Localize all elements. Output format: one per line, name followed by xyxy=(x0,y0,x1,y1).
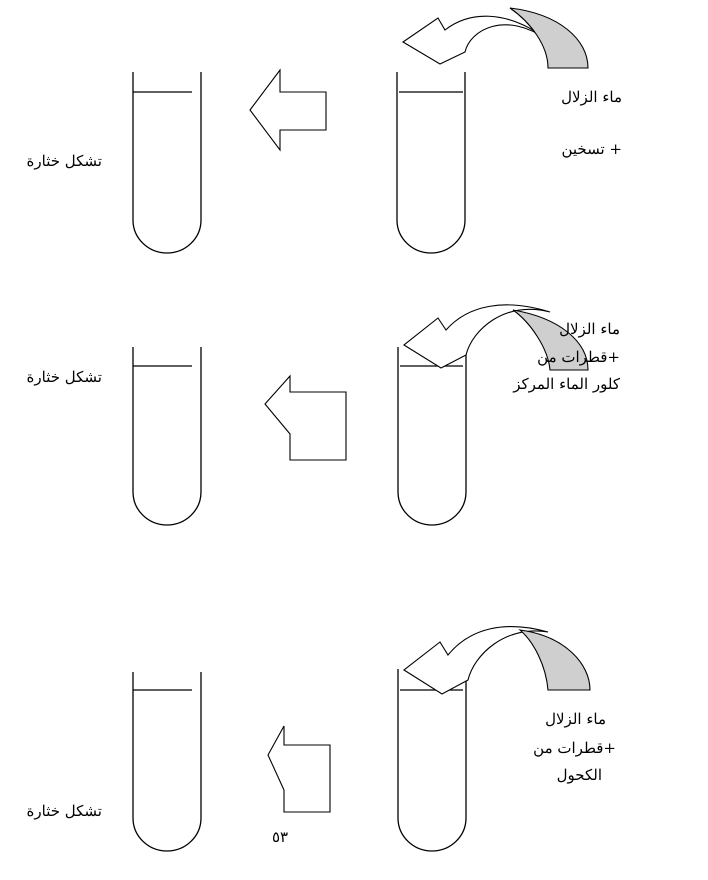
reagent-tube xyxy=(397,669,467,852)
reagent-label-line: ماء الزلال xyxy=(561,88,622,106)
experiment-2 xyxy=(132,304,589,526)
reagent-label-line: +قطرات من xyxy=(537,348,620,366)
reagent-label-line: الكحول xyxy=(556,766,602,784)
result-tube xyxy=(132,347,202,526)
curved-arrow-head xyxy=(403,626,549,695)
left-block-arrow xyxy=(264,374,347,461)
result-label: تشكل خثارة xyxy=(26,368,102,386)
left-block-arrow xyxy=(249,68,327,152)
experiment-1 xyxy=(132,7,589,254)
curved-arrow-tail xyxy=(512,309,589,371)
curved-arrow-tail xyxy=(518,629,591,691)
reagent-label-line: ماء الزلال xyxy=(545,710,606,728)
reagent-label-line: ماء الزلال xyxy=(559,320,620,338)
reagent-tube xyxy=(396,72,466,254)
reagent-label-line: + تسخين xyxy=(561,140,622,158)
curved-arrow-head xyxy=(403,304,551,369)
reagent-label-line: +قطرات من xyxy=(533,739,616,757)
curved-arrow-tail xyxy=(509,7,589,69)
page-number: ٥٣ xyxy=(272,828,289,846)
curved-arrow-head xyxy=(401,15,549,65)
result-label: تشكل خثارة xyxy=(26,152,102,170)
result-label: تشكل خثارة xyxy=(26,802,102,820)
result-tube xyxy=(132,72,202,254)
left-block-arrow xyxy=(267,725,331,813)
reagent-tube xyxy=(397,347,467,526)
result-tube xyxy=(132,672,202,852)
experiment-3 xyxy=(132,626,591,852)
reagent-label-line: كلور الماء المركز xyxy=(513,375,620,393)
